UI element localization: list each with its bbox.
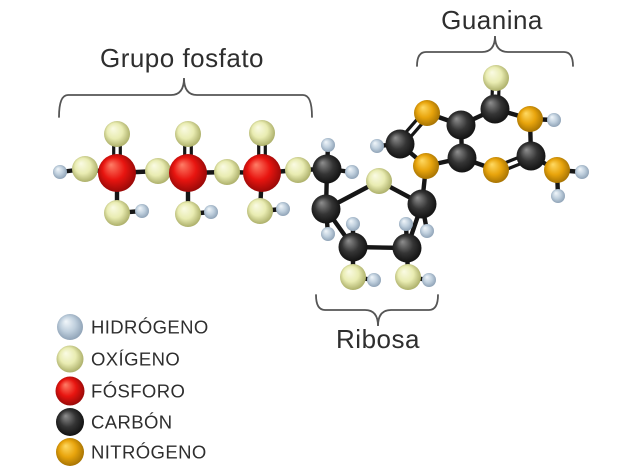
atom-oxygen <box>366 168 392 194</box>
atom-oxygen <box>214 159 240 185</box>
atom-nitrogen <box>413 153 439 179</box>
atom-phosphorus <box>98 154 136 192</box>
atom-oxygen <box>104 121 130 147</box>
ribose-brace <box>315 294 439 327</box>
atom-carbon <box>311 194 341 224</box>
legend-label-carbon: CARBÓN <box>91 412 173 433</box>
atom-carbon <box>446 110 476 140</box>
atom-oxygen <box>483 65 509 91</box>
atom-phosphorus <box>169 154 207 192</box>
atom-hydrogen <box>345 165 359 179</box>
atom-hydrogen <box>551 189 565 203</box>
atom-oxygen <box>340 264 366 290</box>
atom-hydrogen <box>422 273 436 287</box>
atom-carbon <box>392 233 422 263</box>
atom-carbon <box>516 141 546 171</box>
atom-nitrogen <box>414 100 440 126</box>
atom-nitrogen <box>483 157 509 183</box>
atom-carbon <box>447 143 477 173</box>
legend-item-oxygen: OXÍGENO <box>56 345 180 373</box>
section-labels: Grupo fosfato Guanina Ribosa <box>100 5 543 354</box>
legend-swatch-oxygen <box>56 345 84 373</box>
atom-hydrogen <box>321 227 335 241</box>
legend-label-oxygen: OXÍGENO <box>91 349 180 370</box>
atom-hydrogen <box>575 165 589 179</box>
atom-nitrogen <box>517 106 543 132</box>
braces-layer <box>58 35 574 327</box>
atom-oxygen <box>285 157 311 183</box>
atom-phosphorus <box>243 154 281 192</box>
atom-hydrogen <box>53 165 67 179</box>
atom-hydrogen <box>547 113 561 127</box>
legend-item-phosphorus: FÓSFORO <box>55 376 185 406</box>
atom-hydrogen <box>399 217 413 231</box>
atom-hydrogen <box>135 204 149 218</box>
atom-oxygen <box>175 201 201 227</box>
phosphate-group-label: Grupo fosfato <box>100 43 264 73</box>
atoms-layer <box>53 65 589 290</box>
legend: HIDRÓGENO OXÍGENO FÓSFORO CARBÓN NITRÓGENO <box>55 314 209 466</box>
atom-carbon <box>385 129 415 159</box>
atom-hydrogen <box>420 224 434 238</box>
phosphate-brace <box>58 77 313 118</box>
legend-label-phosphorus: FÓSFORO <box>91 381 185 402</box>
atom-oxygen <box>104 200 130 226</box>
legend-swatch-nitrogen <box>56 438 84 466</box>
legend-swatch-hydrogen <box>57 314 83 340</box>
atom-hydrogen <box>346 217 360 231</box>
legend-item-nitrogen: NITRÓGENO <box>56 438 207 466</box>
atom-carbon <box>338 232 368 262</box>
legend-label-hydrogen: HIDRÓGENO <box>91 317 209 338</box>
atom-oxygen <box>72 156 98 182</box>
atom-oxygen <box>175 121 201 147</box>
legend-item-hydrogen: HIDRÓGENO <box>57 314 209 340</box>
atom-nitrogen <box>544 157 570 183</box>
legend-swatch-phosphorus <box>55 376 85 406</box>
atom-carbon <box>407 189 437 219</box>
atom-oxygen <box>247 198 273 224</box>
ribose-label: Ribosa <box>336 324 420 354</box>
atom-oxygen <box>249 120 275 146</box>
atom-carbon <box>312 154 342 184</box>
atom-oxygen <box>395 264 421 290</box>
guanine-brace <box>416 35 574 67</box>
atom-oxygen <box>145 158 171 184</box>
atom-hydrogen <box>204 205 218 219</box>
legend-swatch-carbon <box>56 408 84 436</box>
atom-carbon <box>480 94 510 124</box>
legend-item-carbon: CARBÓN <box>56 408 173 436</box>
guanine-label: Guanina <box>441 5 543 35</box>
atom-hydrogen <box>321 138 335 152</box>
atom-hydrogen <box>370 139 384 153</box>
atom-hydrogen <box>276 202 290 216</box>
atom-hydrogen <box>367 273 381 287</box>
legend-label-nitrogen: NITRÓGENO <box>91 442 207 463</box>
